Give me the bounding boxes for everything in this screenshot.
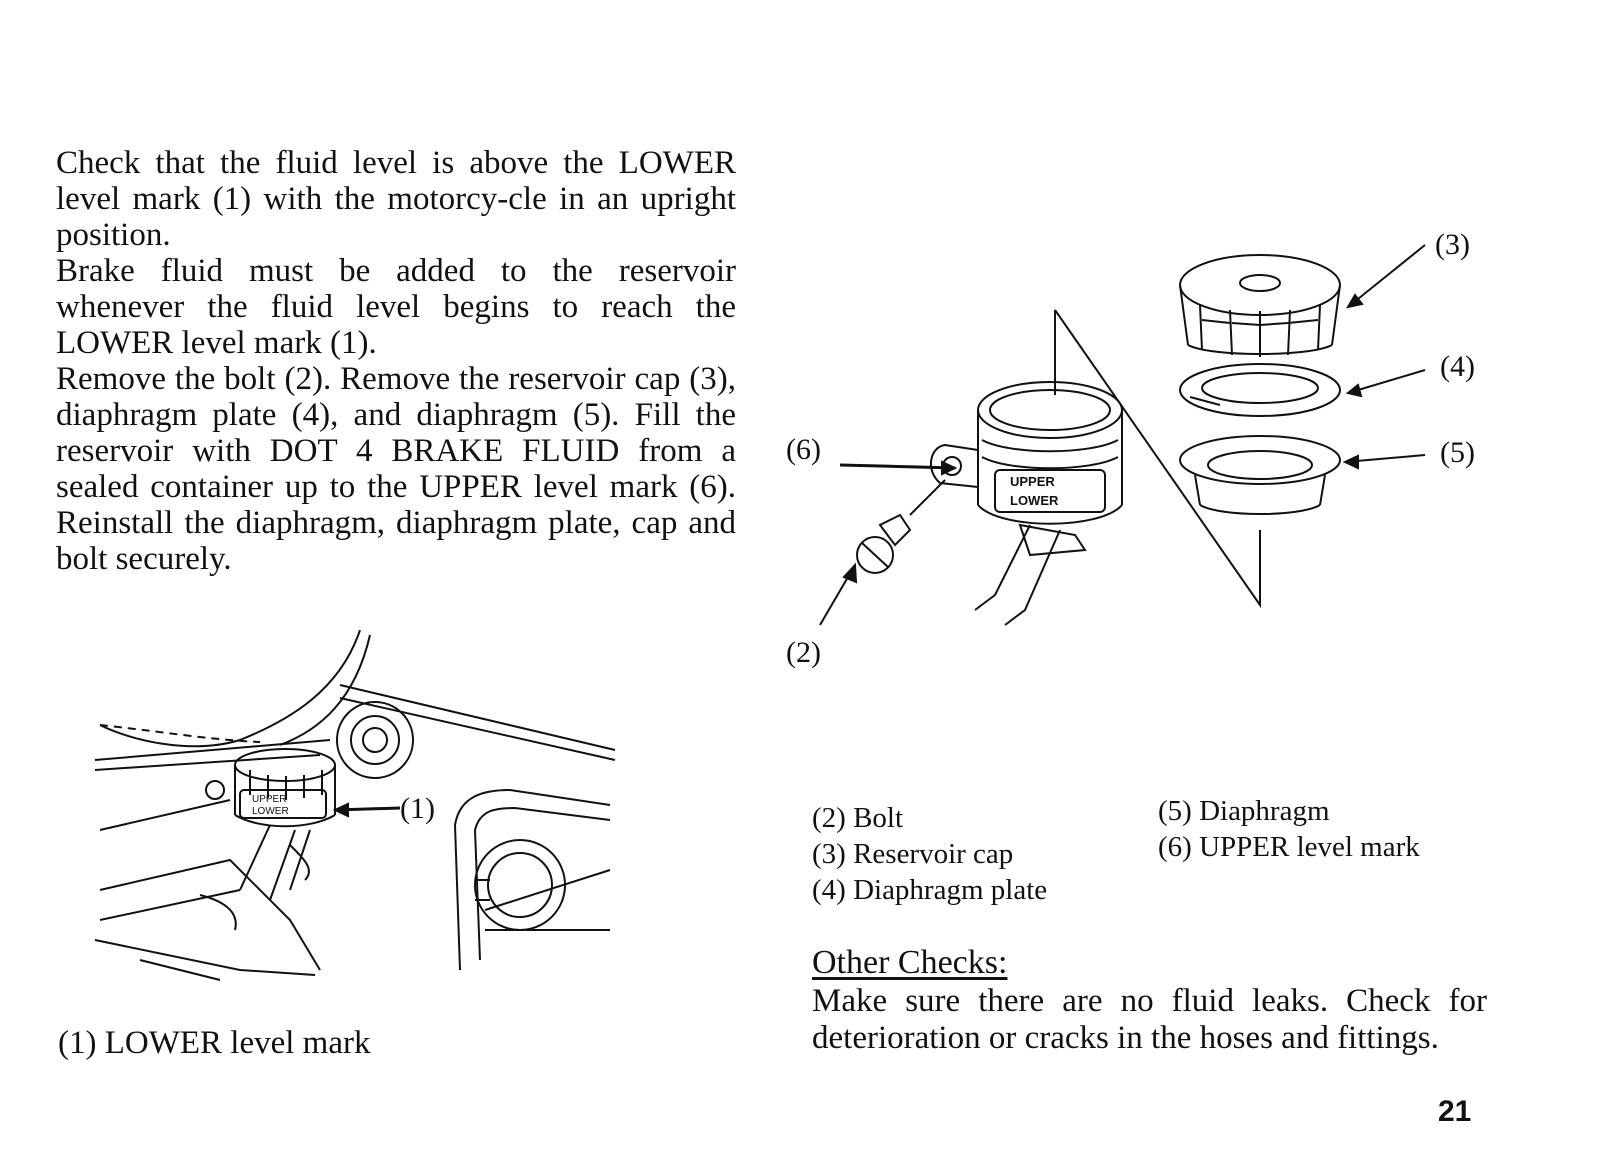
other-checks-heading: Other Checks: bbox=[812, 944, 1008, 981]
callout-5: (5) bbox=[1440, 436, 1475, 469]
right-lower-mark: LOWER bbox=[1010, 493, 1059, 508]
other-checks-text: Make sure there are no fluid leaks. Chec… bbox=[812, 983, 1487, 1056]
callout-1: (1) bbox=[400, 792, 435, 825]
legend-column-1: (2) Bolt (3) Reservoir cap (4) Diaphragm… bbox=[812, 800, 1047, 908]
callout-4: (4) bbox=[1440, 350, 1475, 383]
left-upper-mark: UPPER bbox=[252, 794, 286, 805]
paragraph-check-level: Check that the fluid level is above the … bbox=[56, 145, 736, 253]
legend-item-diaphragm: (5) Diaphragm bbox=[1158, 795, 1330, 827]
left-lower-mark: LOWER bbox=[252, 806, 289, 817]
legend-item-upper-mark: (6) UPPER level mark bbox=[1158, 831, 1420, 863]
callout-6: (6) bbox=[786, 433, 821, 466]
paragraph-refill-procedure: Remove the bolt (2). Remove the reservoi… bbox=[56, 361, 736, 577]
callout-3: (3) bbox=[1435, 228, 1470, 261]
legend-item-reservoir-cap: (3) Reservoir cap bbox=[812, 838, 1014, 870]
right-upper-mark: UPPER bbox=[1010, 474, 1055, 489]
reservoir-exploded-illustration: UPPER LOWER bbox=[786, 225, 1520, 668]
legend-column-2: (5) Diaphragm (6) UPPER level mark bbox=[1158, 793, 1420, 865]
left-figure-caption: (1) LOWER level mark bbox=[58, 1025, 371, 1061]
instruction-text: Check that the fluid level is above the … bbox=[56, 145, 736, 577]
callout-2: (2) bbox=[786, 636, 821, 669]
legend-item-diaphragm-plate: (4) Diaphragm plate bbox=[812, 874, 1048, 906]
legend-item-bolt: (2) Bolt bbox=[812, 802, 904, 834]
paragraph-add-fluid: Brake fluid must be added to the reservo… bbox=[56, 253, 736, 361]
page-number: 21 bbox=[1438, 1095, 1472, 1128]
mounted-reservoir-illustration: UPPER LOWER (1) bbox=[90, 630, 650, 1010]
